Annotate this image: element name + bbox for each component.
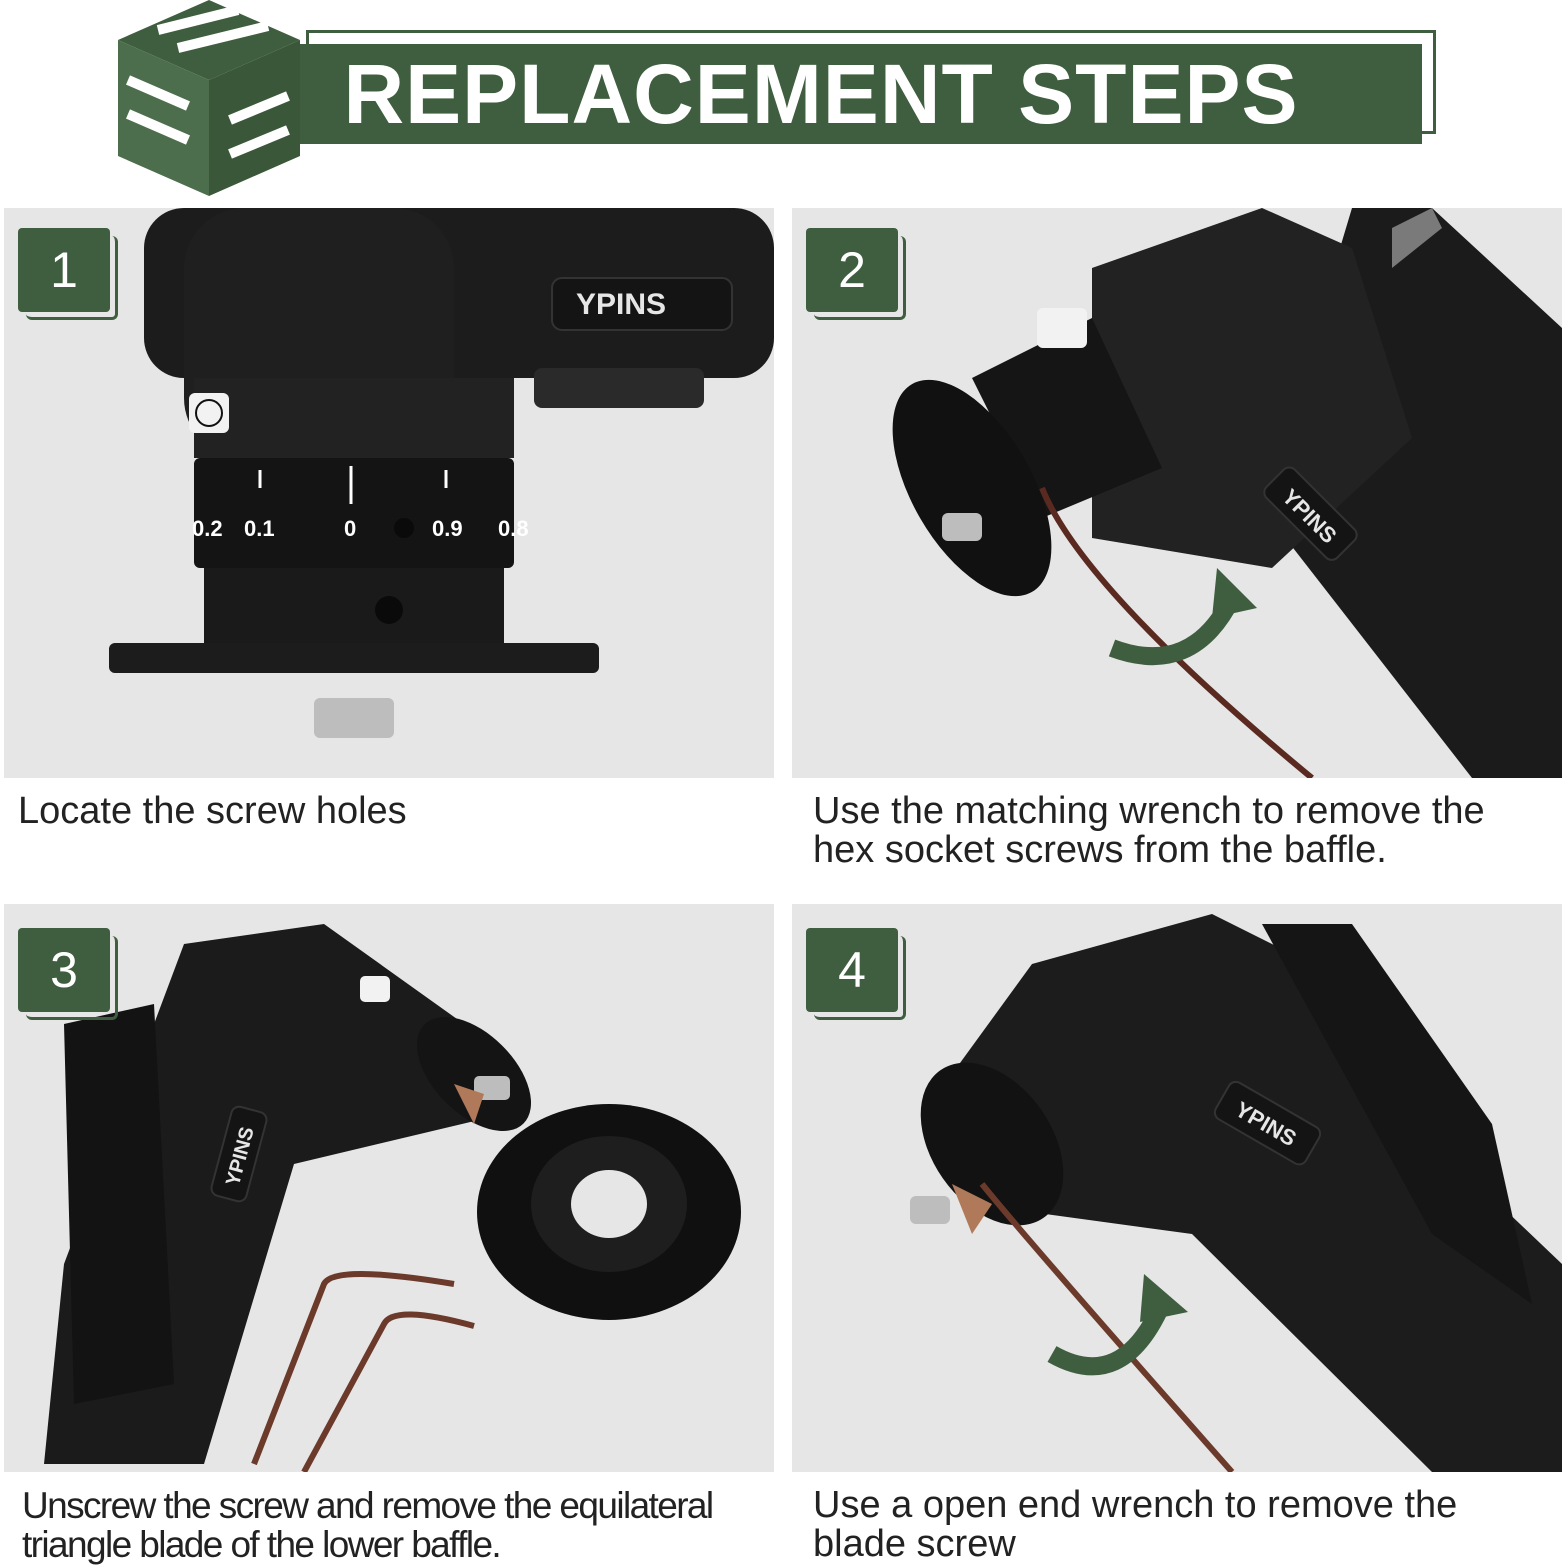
step-1-badge-outline [26, 236, 118, 320]
brand-label: YPINS [576, 288, 666, 321]
caption-line: Use a open end wrench to remove the [813, 1484, 1458, 1526]
tool-illustration-step-2: YPINS [892, 208, 1562, 778]
step-2-badge-outline [814, 236, 906, 320]
step-4-image: YPINS 4 [792, 904, 1562, 1472]
tool-illustration-step-4: YPINS [910, 914, 1562, 1472]
caption-line: triangle blade of the lower baffle. [22, 1524, 502, 1565]
caption-line: Use the matching wrench to remove the [813, 790, 1485, 832]
step-2-badge: 2 [806, 228, 898, 312]
page-title: REPLACEMENT STEPS [343, 46, 1299, 141]
step-1-badge: 1 [18, 228, 110, 312]
tool-illustration-step-3: YPINS [44, 924, 741, 1472]
header-banner [300, 44, 1422, 144]
dial-mark: 0.8 [498, 516, 529, 541]
step-3-badge: 3 [18, 928, 110, 1012]
dial-mark: 0.2 [192, 516, 223, 541]
caption-line: hex socket screws from the baffle. [813, 829, 1387, 871]
dial-mark: 0.9 [432, 516, 463, 541]
dial-mark: 0.1 [244, 516, 275, 541]
tool-illustration-step-1: YPINS 0.2 0.1 0 0.9 0.8 [109, 208, 774, 738]
caption-line: blade screw [813, 1523, 1016, 1565]
header-banner-outline [306, 30, 1436, 134]
step-3-caption: Unscrew the screw and remove the equilat… [22, 1485, 714, 1565]
step-2-image: YPINS 2 [792, 208, 1562, 778]
caption-line: Locate the screw holes [18, 790, 407, 832]
stacked-cube-logo-icon [118, 0, 300, 196]
step-3-badge-outline [26, 936, 118, 1020]
step-4-caption: Use a open end wrench to remove the blad… [813, 1486, 1457, 1564]
dial-mark: 0 [344, 516, 356, 541]
step-3-image: YPINS 3 [4, 904, 774, 1472]
step-4-badge: 4 [806, 928, 898, 1012]
step-1-image: YPINS 0.2 0.1 0 0.9 0.8 1 [4, 208, 774, 778]
step-4-badge-outline [814, 936, 906, 1020]
caption-line: Unscrew the screw and remove the equilat… [22, 1485, 714, 1526]
step-2-caption: Use the matching wrench to remove the he… [813, 792, 1485, 870]
step-1-caption: Locate the screw holes [18, 792, 407, 831]
